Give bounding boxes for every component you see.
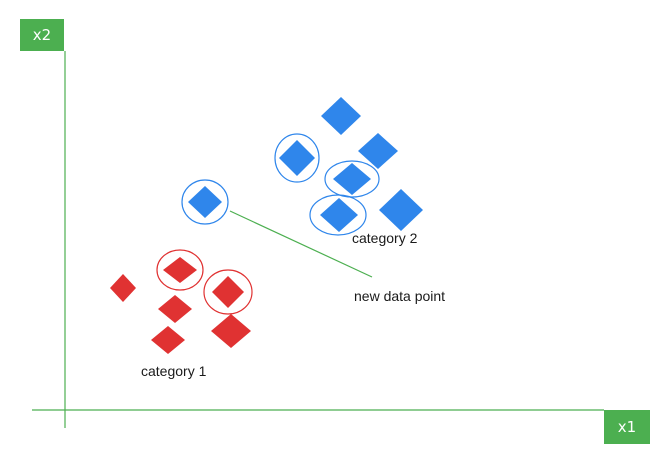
category-2-point — [321, 97, 361, 135]
category-1-point — [151, 326, 185, 354]
category-1-neighbor-ring — [203, 269, 253, 315]
category-1-label: category 1 — [141, 363, 207, 379]
new-data-point-label: new data point — [354, 288, 446, 304]
category-1-point — [158, 295, 192, 323]
new-data-point — [188, 186, 222, 218]
category-1-point — [110, 274, 136, 302]
category-2-point — [358, 133, 398, 169]
category-1-point — [163, 257, 197, 283]
category-1-point — [212, 276, 244, 308]
category-2-point — [379, 189, 423, 231]
category-1-neighbor-ring — [156, 249, 204, 291]
category-2-neighbor-ring — [309, 194, 367, 236]
category-2-point — [320, 198, 358, 232]
category-1-point — [211, 314, 251, 348]
category-2-point — [333, 163, 371, 195]
new-point-connector — [229, 210, 373, 278]
category-2-point — [279, 140, 315, 176]
new-data-point-ring — [181, 179, 229, 225]
x1-axis-badge: x1 — [604, 410, 650, 444]
category-2-neighbor-ring — [274, 133, 320, 183]
category-2-label: category 2 — [352, 230, 418, 246]
x2-axis-badge: x2 — [20, 19, 64, 51]
